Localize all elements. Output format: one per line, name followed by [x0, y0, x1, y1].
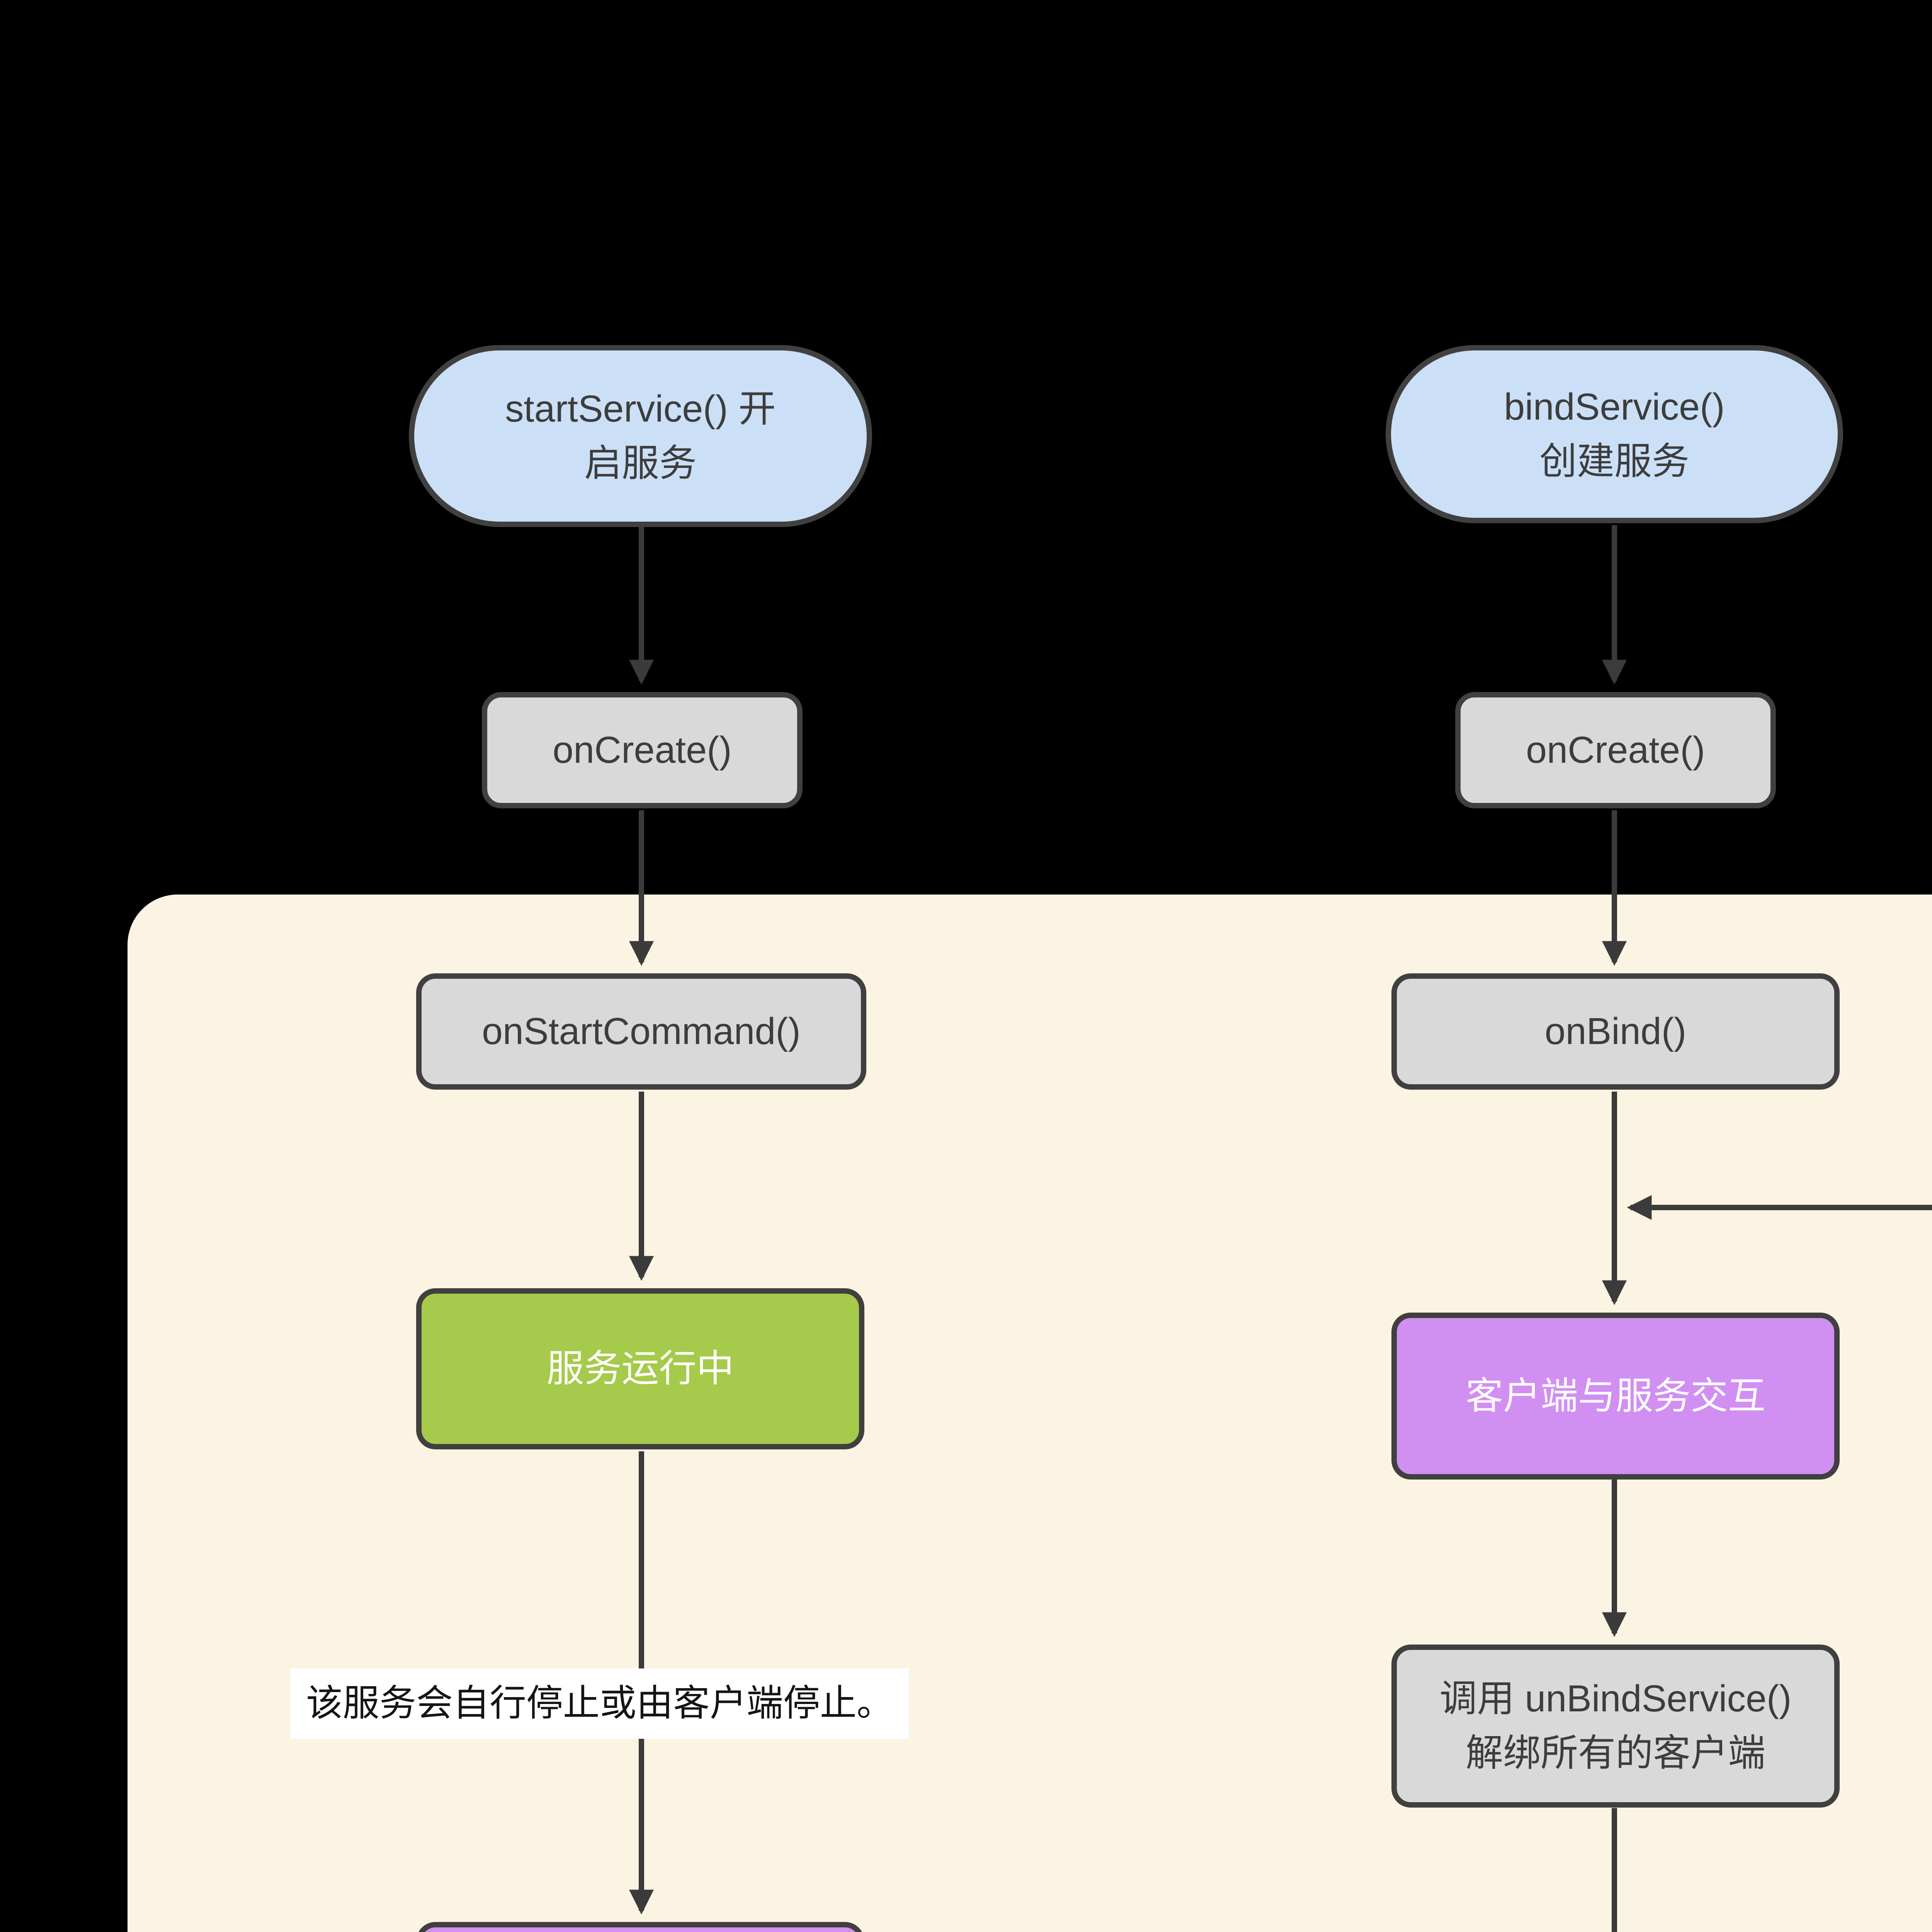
stop-note: 该服务会自行停止或由客户端停止。: [291, 1668, 909, 1739]
node-onstartcommand-label: onStartCommand(): [482, 1010, 801, 1053]
node-unbind-all-clients-label: 调用 unBindService() 解绑所有的客户端: [1439, 1677, 1792, 1774]
node-onstartcommand: onStartCommand(): [416, 973, 866, 1090]
node-oncreate-right: onCreate(): [1455, 692, 1776, 808]
stop-note-label: 该服务会自行停止或由客户端停止。: [306, 1683, 894, 1724]
node-service-running-label: 服务运行中: [546, 1347, 734, 1390]
node-onbind-label: onBind(): [1544, 1010, 1687, 1053]
node-bind-service: bindService() 创建服务: [1386, 345, 1843, 523]
node-onbind: onBind(): [1391, 973, 1840, 1090]
node-oncreate-right-label: onCreate(): [1526, 729, 1705, 771]
node-unbind-all-clients: 调用 unBindService() 解绑所有的客户端: [1391, 1645, 1840, 1808]
node-oncreate-left-label: onCreate(): [553, 729, 732, 771]
node-start-service: startService() 开 启服务: [409, 345, 872, 527]
node-service-stopped: 服务停止 ( no callback ): [416, 1922, 864, 1932]
node-service-running: 服务运行中: [416, 1288, 864, 1449]
node-start-service-label: startService() 开 启服务: [505, 387, 776, 484]
node-client-interacting-label: 客户端与服务交互: [1466, 1374, 1765, 1417]
node-oncreate-left: onCreate(): [482, 692, 803, 808]
node-bind-service-label: bindService() 创建服务: [1504, 385, 1725, 482]
node-client-interacting: 客户端与服务交互: [1391, 1313, 1840, 1480]
